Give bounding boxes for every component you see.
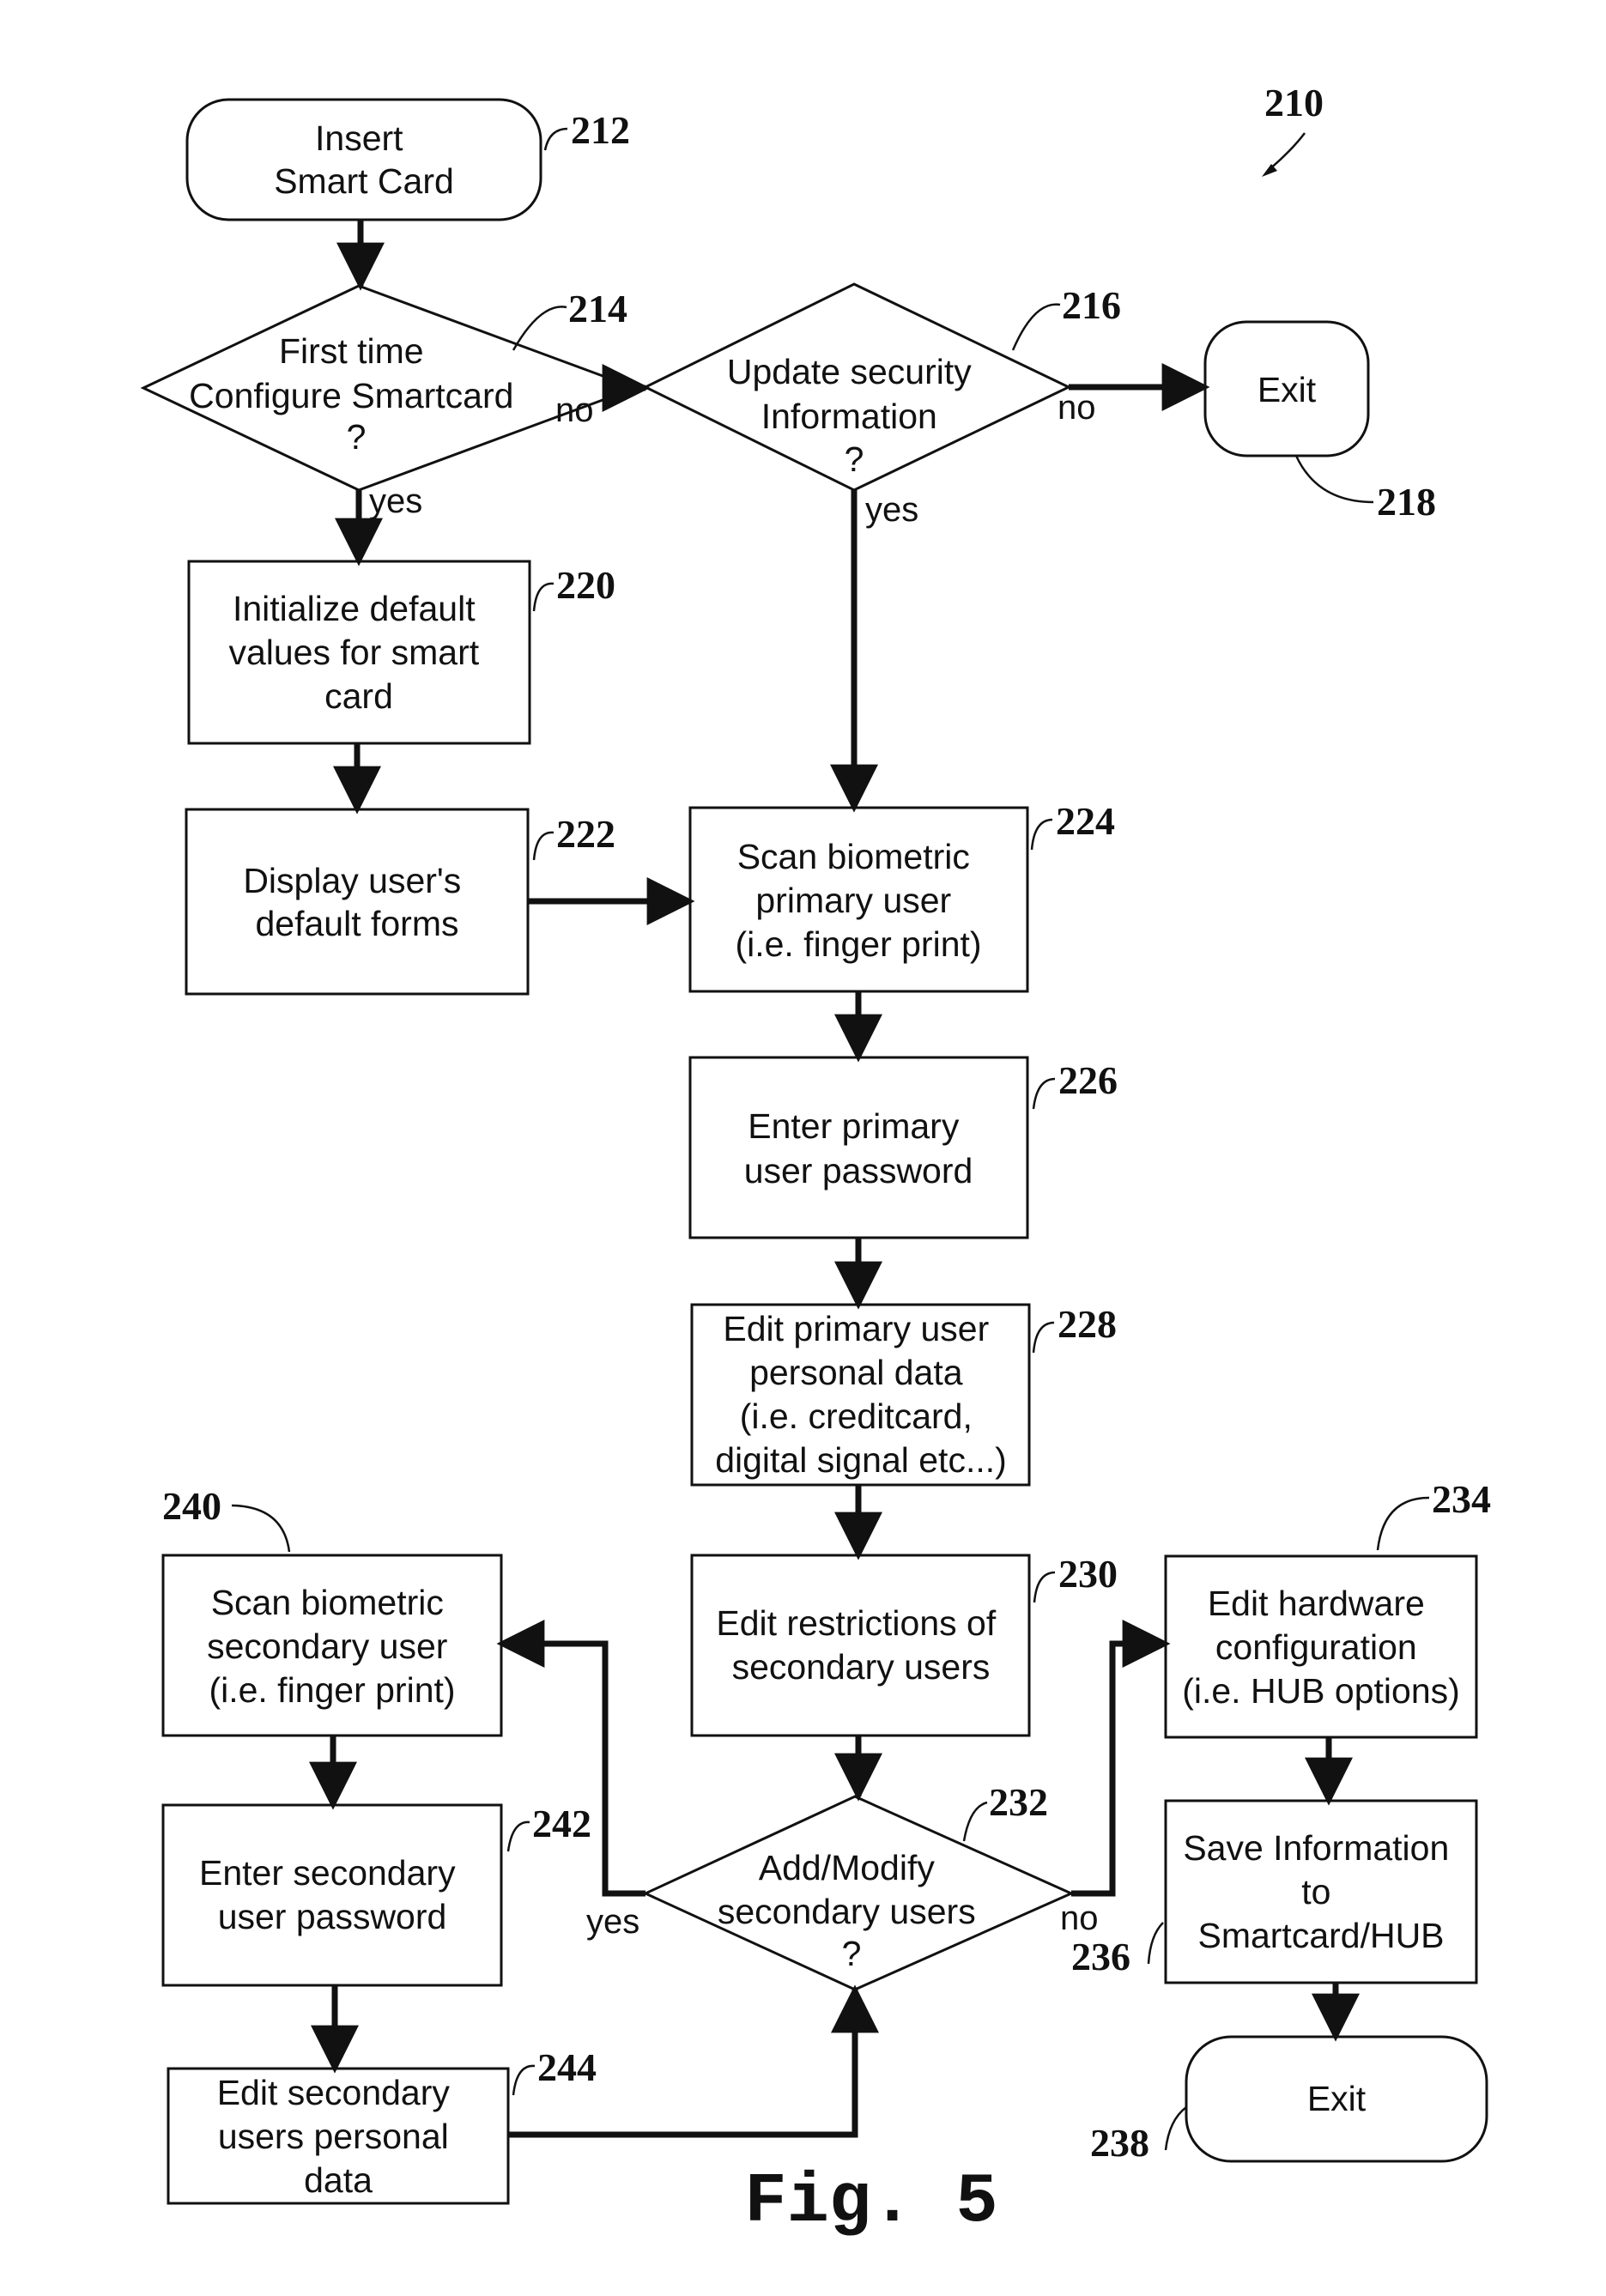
ref-242-leader (508, 1822, 530, 1851)
ref-224-leader (1032, 820, 1052, 850)
label-214-yes: yes (369, 482, 422, 520)
ref-218-leader (1296, 456, 1373, 502)
ref-220-leader (534, 584, 554, 611)
figure-caption: Fig. 5 (744, 2162, 997, 2242)
process-scan-biometric-secondary: Scan biometric secondary user (i.e. fing… (163, 1555, 501, 1736)
ref-240: 240 (162, 1484, 221, 1528)
process-edit-hardware-config: Edit hardware configuration (i.e. HUB op… (1166, 1556, 1476, 1737)
ref-232-leader (964, 1802, 987, 1841)
ref-242: 242 (532, 1802, 591, 1845)
arrow-232-234-no (1071, 1644, 1166, 1893)
ref-216: 216 (1062, 283, 1121, 327)
ref-220: 220 (556, 563, 615, 607)
node-text: Scan biometric primary user (i.e. finger… (735, 837, 981, 964)
label-216-yes: yes (865, 491, 918, 529)
ref-234-leader (1378, 1498, 1429, 1550)
process-save-information: Save Information to Smartcard/HUB (1166, 1801, 1476, 1983)
terminal-exit-bottom: Exit (1186, 2037, 1487, 2161)
decision-update-security: Update security Information ? (645, 284, 1069, 490)
terminal-exit-top: Exit (1205, 322, 1368, 456)
ref-236: 236 (1071, 1935, 1130, 1978)
ref-244-leader (513, 2066, 535, 2095)
ref-212-leader (545, 129, 567, 150)
node-text: Exit (1258, 370, 1317, 409)
label-214-no: no (555, 391, 594, 429)
label-232-yes: yes (586, 1903, 639, 1941)
ref-238-leader (1166, 2107, 1186, 2150)
label-232-no: no (1060, 1899, 1099, 1937)
ref-210-leader (1269, 133, 1305, 170)
process-display-default-forms: Display user's default forms (186, 809, 528, 994)
ref-212: 212 (571, 108, 630, 152)
ref-216-leader (1013, 305, 1060, 350)
ref-224: 224 (1056, 799, 1115, 843)
arrow-232-240-yes (501, 1644, 645, 1893)
decision-first-time-configure: First time Configure Smartcard ? (143, 286, 635, 490)
ref-228-leader (1033, 1323, 1054, 1353)
terminal-insert-smart-card: Insert Smart Card (187, 100, 541, 220)
process-edit-restrictions: Edit restrictions of secondary users (692, 1555, 1029, 1736)
decision-add-modify-secondary: Add/Modify secondary users ? (645, 1796, 1071, 1990)
process-enter-primary-password: Enter primary user password (690, 1057, 1027, 1238)
node-text: Edit hardware configuration (i.e. HUB op… (1182, 1584, 1460, 1711)
ref-228: 228 (1058, 1302, 1117, 1346)
ref-226: 226 (1058, 1058, 1118, 1102)
ref-238: 238 (1090, 2121, 1149, 2165)
node-text: Update security Information ? (727, 352, 981, 479)
ref-226-leader (1033, 1079, 1055, 1109)
process-edit-secondary-personal-data: Edit secondary users personal data (168, 2069, 508, 2203)
ref-222: 222 (556, 812, 615, 856)
ref-214: 214 (568, 287, 627, 330)
ref-234: 234 (1432, 1477, 1491, 1521)
process-edit-primary-personal-data: Edit primary user personal data (i.e. cr… (692, 1305, 1029, 1485)
ref-240-leader (232, 1505, 289, 1552)
process-initialize-defaults: Initialize default values for smart card (189, 561, 530, 743)
ref-244: 244 (537, 2045, 597, 2089)
label-216-no: no (1058, 389, 1096, 427)
node-text: Scan biometric secondary user (i.e. fing… (207, 1583, 458, 1710)
ref-222-leader (534, 833, 554, 860)
ref-230: 230 (1058, 1552, 1118, 1596)
node-text: Exit (1307, 2079, 1367, 2118)
ref-210: 210 (1264, 81, 1324, 124)
ref-218: 218 (1377, 480, 1436, 524)
ref-232: 232 (989, 1780, 1048, 1824)
ref-230-leader (1034, 1572, 1055, 1602)
ref-236-leader (1148, 1923, 1163, 1964)
process-scan-biometric-primary: Scan biometric primary user (i.e. finger… (690, 808, 1027, 991)
process-enter-secondary-password: Enter secondary user password (163, 1805, 501, 1985)
ref-214-leader (513, 306, 567, 350)
